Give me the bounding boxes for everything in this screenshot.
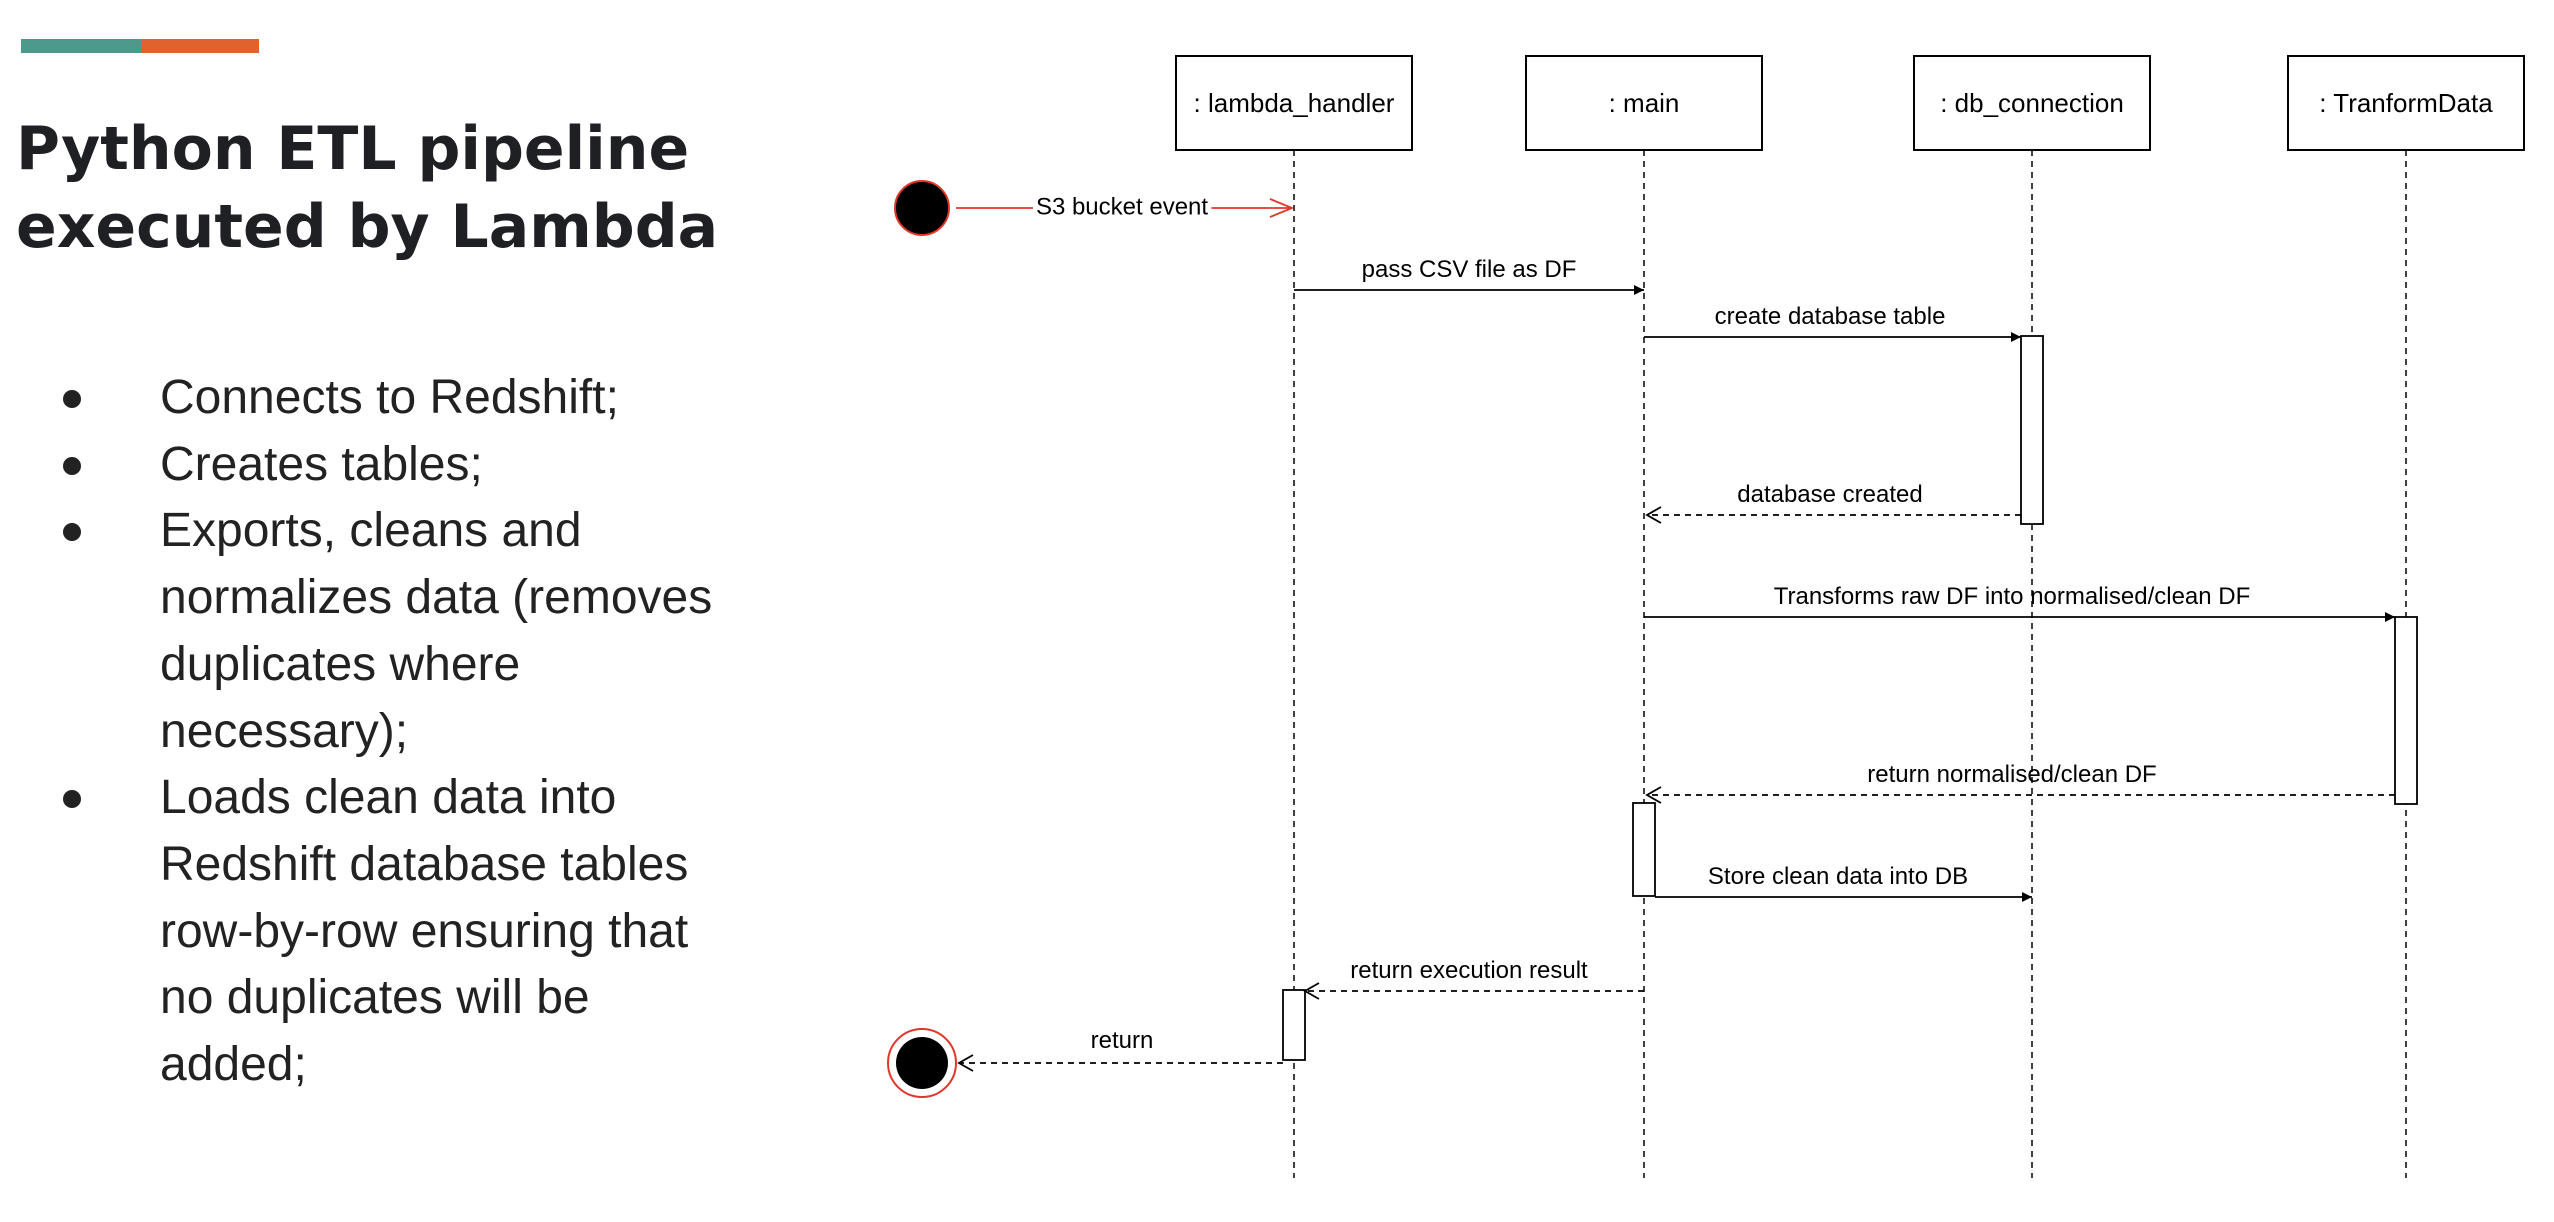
slide-title-line: Python ETL pipeline [16, 114, 690, 184]
lifeline-box-db [1913, 55, 2151, 151]
slide-title: Python ETL pipeline executed by Lambda [16, 110, 776, 266]
bullet-item: Creates tables; [60, 432, 780, 499]
activation-transform [2394, 616, 2418, 805]
activation-main [1632, 802, 1656, 897]
accent-bar-teal [21, 39, 141, 53]
lifeline-box-main [1525, 55, 1763, 151]
bullet-text-line: duplicates where [160, 637, 521, 691]
return-arrowhead [957, 1054, 974, 1072]
bullet-dot-icon [63, 523, 81, 542]
activation-db-1 [2020, 335, 2044, 525]
lifeline-box-lambda [1175, 55, 1413, 151]
bullet-text-line: Creates tables; [160, 437, 483, 491]
return-arrowhead [1645, 506, 1662, 524]
message-label: return normalised/clean DF [1867, 761, 2156, 788]
lifeline-label-main: : main [1609, 88, 1680, 118]
bullet-text-line: Exports, cleans and [160, 504, 582, 558]
start-event-label: S3 bucket event [1036, 193, 1208, 220]
message-label: database created [1737, 481, 1922, 508]
message-label: Transforms raw DF into normalised/clean … [1774, 583, 2251, 610]
bullet-dot-icon [63, 790, 81, 809]
lifeline-label-lambda: : lambda_handler [1194, 88, 1395, 118]
accent-bar-orange [141, 39, 259, 53]
bullet-text-line: Loads clean data into [160, 771, 617, 825]
start-event-label-bg [1032, 193, 1212, 221]
start-event-arrowhead [1269, 198, 1295, 218]
bullet-item: Connects to Redshift; [60, 365, 780, 432]
bullet-text-line: necessary); [160, 704, 409, 758]
message-label: return execution result [1350, 957, 1588, 984]
lifeline-label-transform: : TranformData [2319, 88, 2493, 118]
message-label: return [1091, 1027, 1154, 1054]
return-arrowhead [1645, 786, 1662, 804]
bullet-text-line: Connects to Redshift; [160, 371, 619, 424]
message-label: pass CSV file as DF [1362, 256, 1577, 283]
bullet-list: Connects to Redshift; Creates tables; Expo… [60, 365, 780, 1099]
lifeline-label-db: : db_connection [1940, 88, 2124, 118]
bullet-dot-icon [63, 390, 81, 408]
return-arrowhead [1303, 982, 1320, 1000]
bullet-item: Exports, cleans and normalizes data (remo… [60, 498, 780, 765]
activation-lambda [1282, 989, 1306, 1061]
bullet-text-line: added; [160, 1038, 307, 1092]
bullet-text-line: normalizes data (removes [160, 571, 713, 625]
bullet-text-line: Redshift database tables [160, 837, 689, 891]
message-label: create database table [1715, 303, 1946, 330]
bullet-text-line: no duplicates will be [160, 971, 590, 1025]
message-label: Store clean data into DB [1708, 863, 1968, 890]
lifeline-box-transform [2287, 55, 2525, 151]
start-node [894, 180, 950, 236]
end-node [896, 1037, 948, 1089]
bullet-dot-icon [63, 456, 81, 475]
slide-title-line: executed by Lambda [16, 192, 719, 262]
bullet-text-line: row-by-row ensuring that [160, 904, 689, 958]
